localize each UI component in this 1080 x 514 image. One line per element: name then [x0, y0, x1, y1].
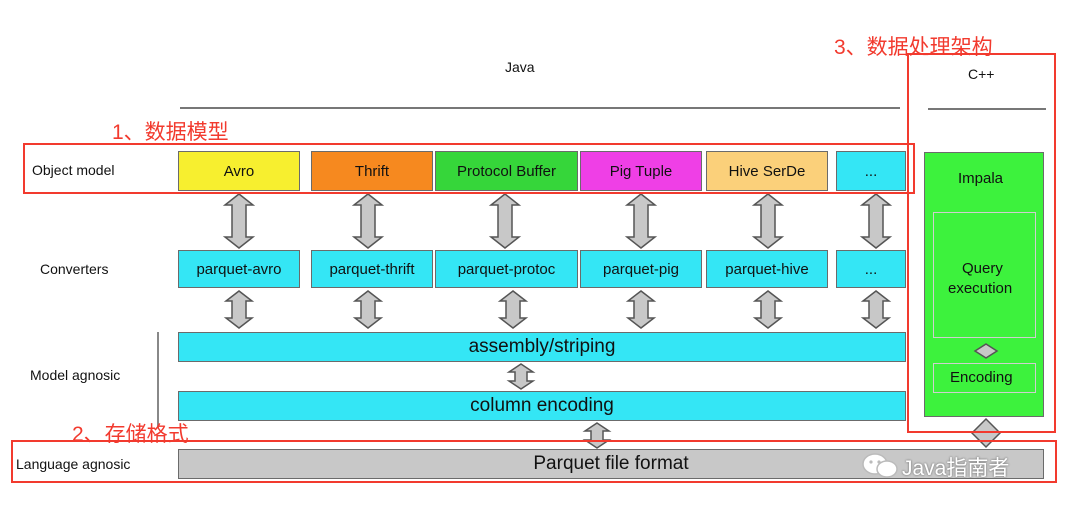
java-label: Java	[505, 59, 535, 75]
arrow-more-upper	[859, 193, 893, 249]
arrow-pig-lower	[625, 290, 657, 329]
query-execution-box	[933, 212, 1036, 338]
arrow-shape	[625, 290, 657, 329]
arrow-query-to-encoding	[973, 343, 999, 359]
arrow-shape	[752, 290, 784, 329]
arrow-shape	[222, 193, 256, 249]
arrow-more-lower	[860, 290, 892, 329]
arrow-pig-upper	[624, 193, 658, 249]
arrow-shape	[751, 193, 785, 249]
query-execution-label-1: Query	[962, 260, 1003, 277]
arrow-shape	[351, 193, 385, 249]
arrow-hive-lower	[752, 290, 784, 329]
arrow-shape	[497, 290, 529, 329]
arrow-assembly-to-encoding	[506, 363, 536, 390]
java-divider	[180, 107, 900, 109]
converter-parquet-avro: parquet-avro	[178, 250, 300, 288]
wechat-icon	[860, 452, 900, 480]
annotation-processing: 3、数据处理架构	[834, 36, 993, 59]
arrow-avro-lower	[223, 290, 255, 329]
object-model-protocol-buffer: Protocol Buffer	[435, 151, 578, 191]
column-encoding-layer: column encoding	[178, 391, 906, 421]
object-model-hive-serde: Hive SerDe	[706, 151, 828, 191]
model-agnostic-bracket	[157, 332, 159, 428]
arrow-shape	[223, 290, 255, 329]
cpp-label: C++	[968, 66, 995, 82]
impala-title: Impala	[958, 170, 1004, 187]
arrow-shape	[506, 363, 536, 390]
arrow-shape	[860, 290, 892, 329]
impala-encoding-label: Encoding	[950, 369, 1013, 386]
arrow-thrift-lower	[352, 290, 384, 329]
arrow-shape	[488, 193, 522, 249]
object-model-thrift: Thrift	[311, 151, 433, 191]
converter-more: ...	[836, 250, 906, 288]
cpp-divider	[928, 108, 1046, 110]
annotation-data-model: 1、数据模型	[112, 121, 229, 144]
impala-panel	[924, 152, 1044, 417]
row-label-object-model: Object model	[32, 162, 115, 178]
row-label-converters: Converters	[40, 261, 109, 277]
converter-parquet-thrift: parquet-thrift	[311, 250, 433, 288]
parquet-file-format-layer: Parquet file format	[178, 449, 1044, 479]
arrow-hive-upper	[751, 193, 785, 249]
arrow-shape	[352, 290, 384, 329]
row-label-model-agnostic: Model agnosic	[30, 367, 121, 383]
impala-encoding-box	[933, 363, 1036, 393]
assembly-striping-layer: assembly/striping	[178, 332, 906, 362]
object-model-pig-tuple: Pig Tuple	[580, 151, 702, 191]
annotation-storage-format: 2、存储格式	[72, 423, 189, 446]
converter-parquet-hive: parquet-hive	[706, 250, 828, 288]
row-label-language-agnostic: Language agnosic	[16, 456, 131, 472]
object-model-avro: Avro	[178, 151, 300, 191]
data-model-highlight	[23, 143, 915, 194]
arrow-protocol-lower	[497, 290, 529, 329]
arrow-protocol-upper	[488, 193, 522, 249]
converter-parquet-protoc: parquet-protoc	[435, 250, 578, 288]
arrow-avro-upper	[222, 193, 256, 249]
arrow-thrift-upper	[351, 193, 385, 249]
storage-format-highlight	[11, 440, 1057, 483]
converter-parquet-pig: parquet-pig	[580, 250, 702, 288]
arrow-shape	[859, 193, 893, 249]
arrow-shape	[624, 193, 658, 249]
object-model-more: ...	[836, 151, 906, 191]
processing-highlight	[907, 53, 1056, 433]
arrow-shape	[973, 343, 999, 359]
query-execution-label-2: execution	[948, 280, 1013, 297]
watermark-text: Java指南者	[902, 457, 1010, 480]
